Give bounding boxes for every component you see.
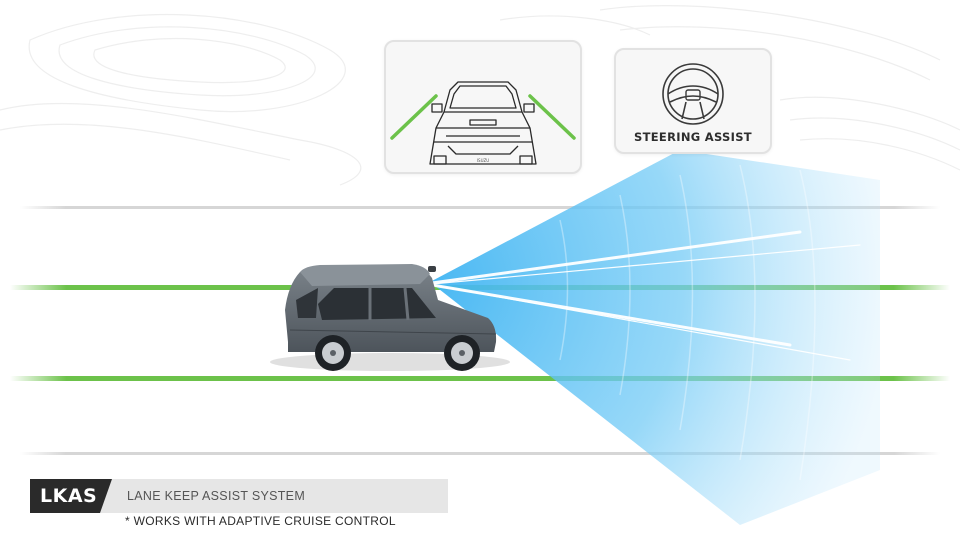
road-edge-bottom [20, 452, 940, 455]
svg-text:ISUZU: ISUZU [477, 158, 489, 163]
lkas-badge [30, 479, 112, 513]
steering-assist-label: STEERING ASSIST [634, 130, 752, 144]
lkas-badge-text: LKAS [40, 485, 98, 507]
camera-view-card: ISUZU [384, 40, 582, 174]
topographic-background [0, 5, 960, 186]
car-rear-view-icon: ISUZU [390, 81, 576, 165]
lane-line-right [10, 376, 950, 381]
suv-car [270, 264, 510, 371]
camera-sensor-beam [430, 150, 880, 525]
lkas-description: LANE KEEP ASSIST SYSTEM [127, 489, 306, 503]
steering-wheel-icon [662, 63, 724, 125]
steering-assist-card: STEERING ASSIST [614, 48, 772, 154]
cruise-control-footnote: * WORKS WITH ADAPTIVE CRUISE CONTROL [125, 514, 396, 528]
road-edge-top [20, 206, 940, 209]
